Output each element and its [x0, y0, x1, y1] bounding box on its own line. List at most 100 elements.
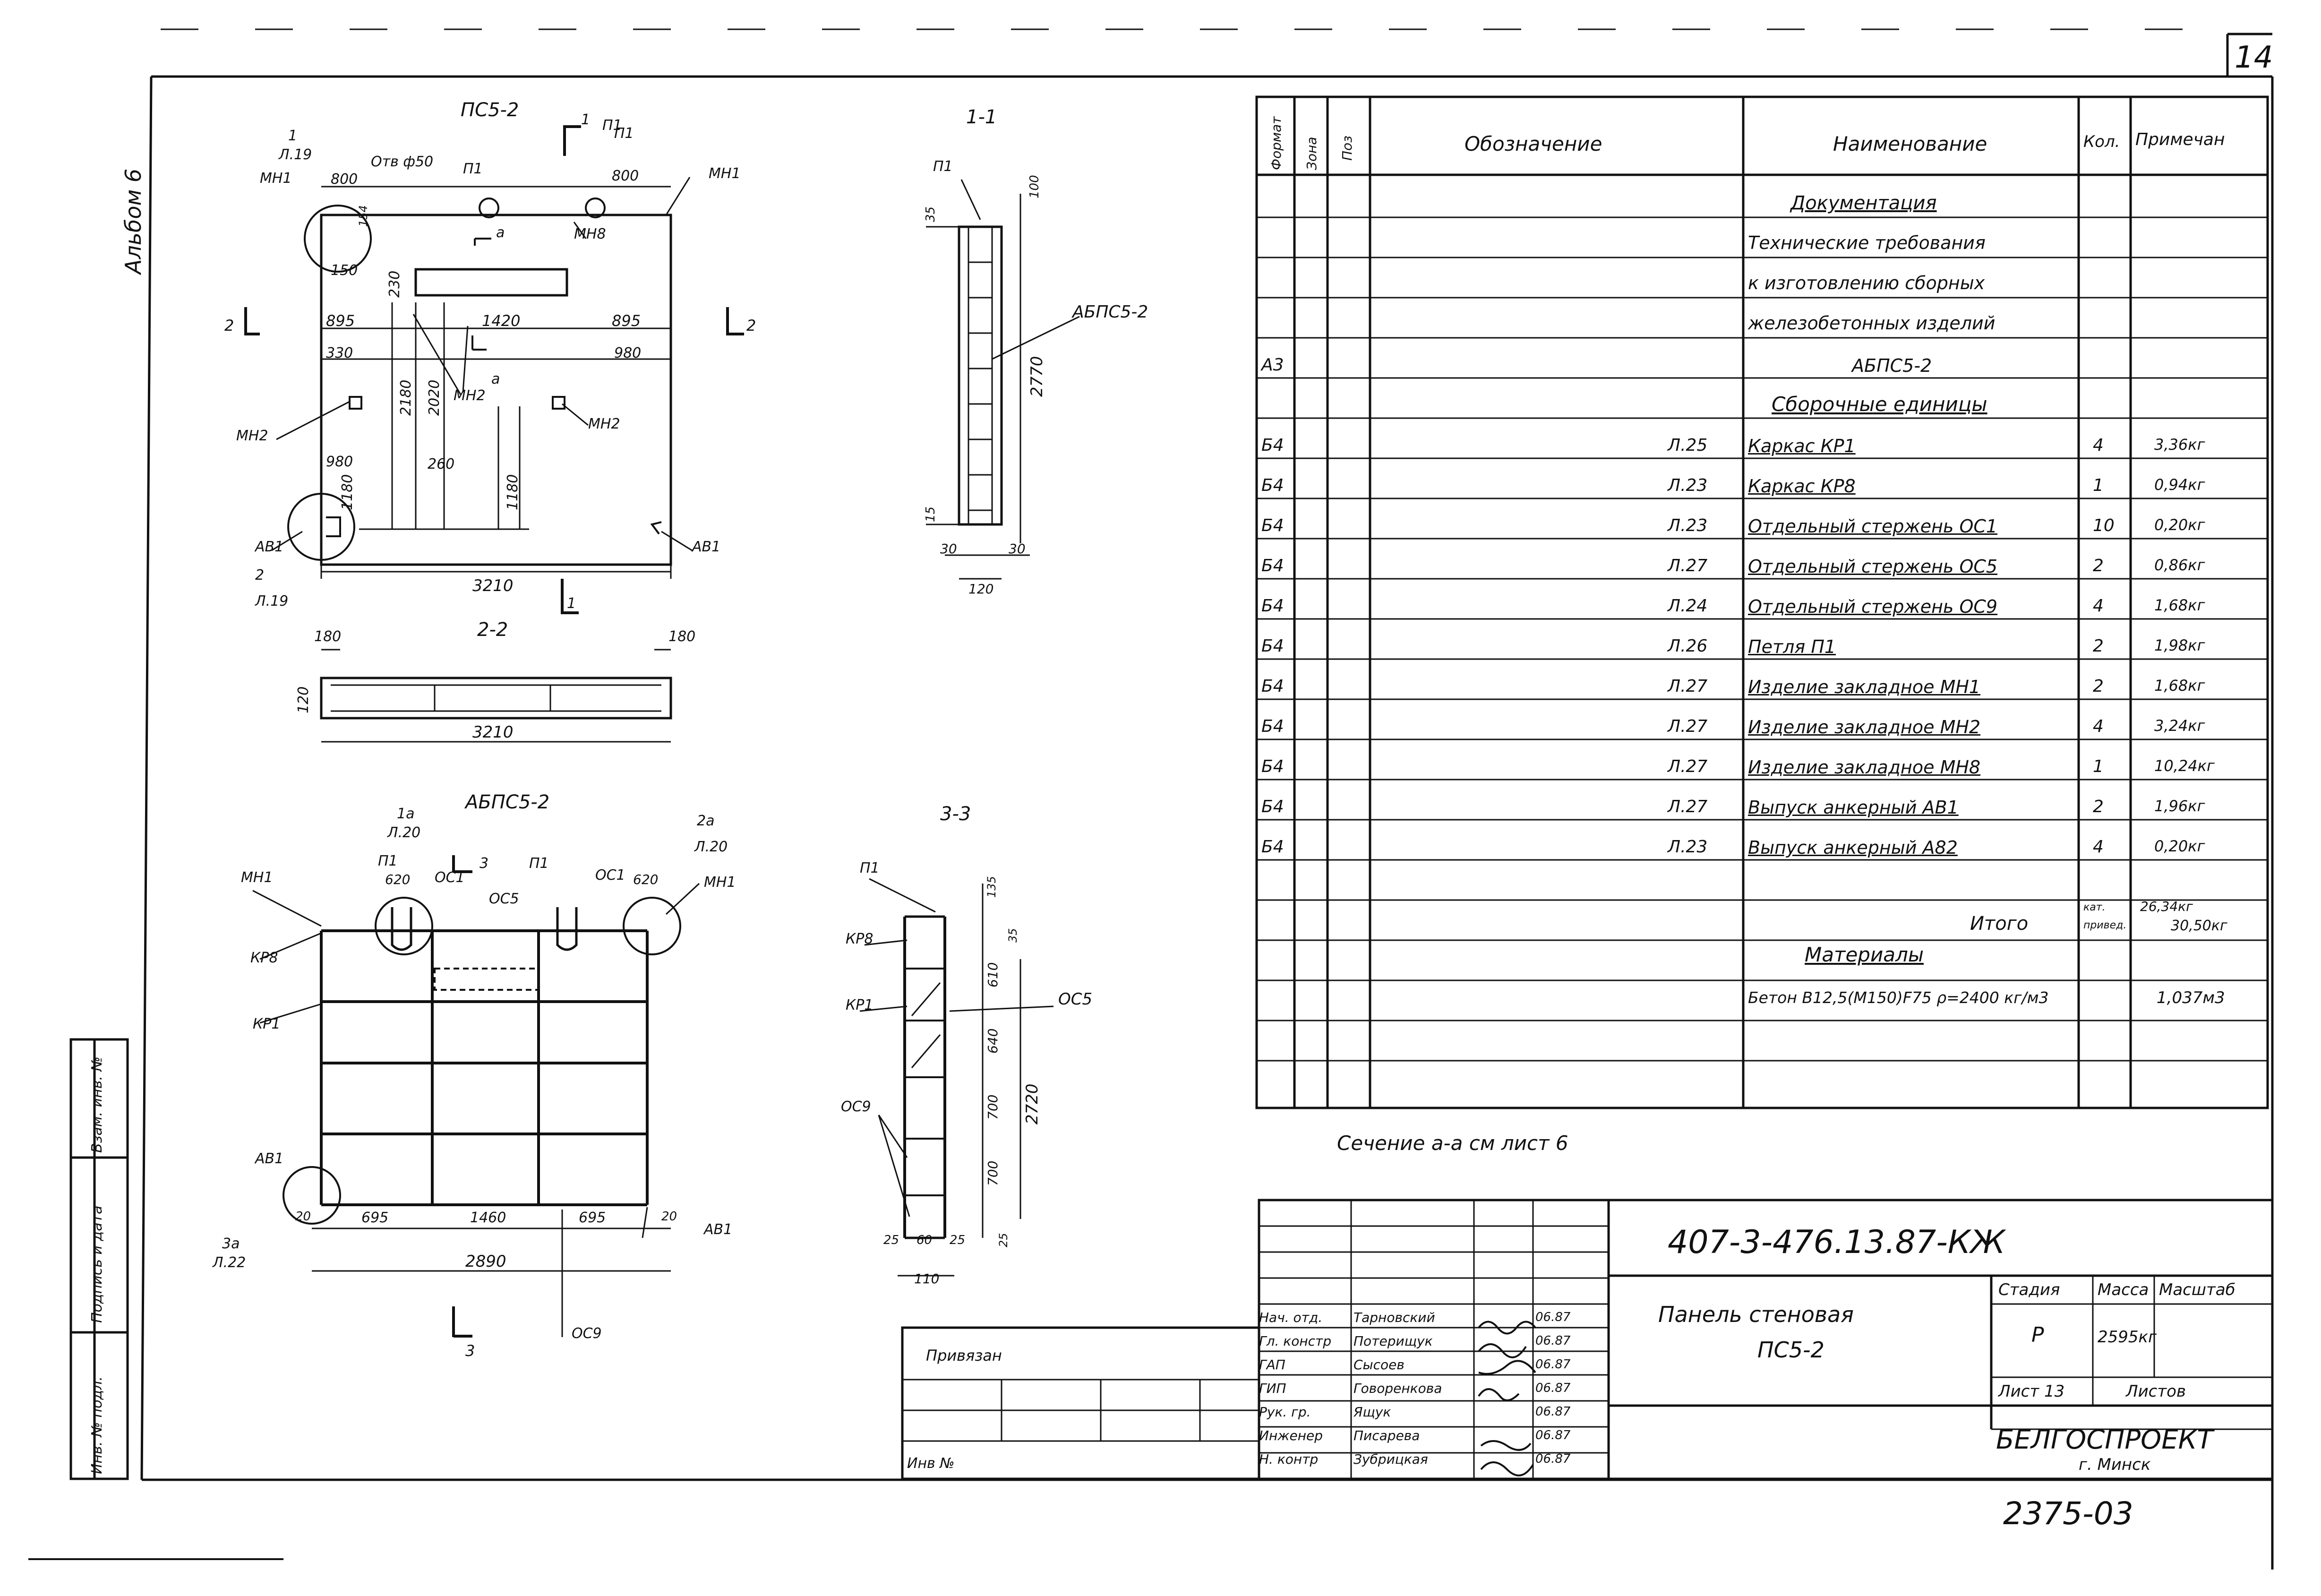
sec22-dim: 180 — [314, 628, 342, 645]
cage-label: ОС1 — [595, 867, 625, 884]
org-city: г. Минск — [2079, 1455, 2151, 1474]
spec-row-name: Выпуск анкерный А82 — [1748, 837, 1958, 858]
sec22-dim: 3210 — [472, 723, 514, 742]
spec-total-qty-top: кат. — [2083, 901, 2106, 913]
plan-label: П1 — [602, 117, 622, 134]
spec-row-note: 3,36кг — [2154, 436, 2205, 454]
spec-doc-line: железобетонных изделий — [1748, 313, 1996, 334]
spec-row-note: 0,94кг — [2154, 476, 2205, 494]
spec-row-note: 1,68кг — [2154, 596, 2205, 614]
cage-label: КР1 — [253, 1016, 281, 1032]
spec-row-designation: Л.26 — [1668, 636, 1708, 656]
spec-row-name: Отдельный стержень ОС5 — [1748, 556, 1998, 577]
spec-row-format: Б4 — [1261, 516, 1284, 535]
plan-dim: 895 — [612, 312, 641, 330]
sheets-label: Листов — [2126, 1382, 2186, 1401]
spec-row-name: Отдельный стержень ОС1 — [1748, 516, 1998, 537]
spec-row-name: Каркас КР8 — [1748, 476, 1856, 497]
stage-label: Стадия — [1998, 1280, 2060, 1299]
spec-row-name: Петля П1 — [1748, 636, 1836, 657]
spec-row-designation: Л.23 — [1668, 476, 1708, 495]
plan-label: П1 — [614, 125, 634, 142]
spec-row-designation: Л.27 — [1668, 797, 1708, 816]
plan-dim: 330 — [326, 345, 353, 361]
plan-dim: 1420 — [482, 312, 521, 330]
spec-total-note-top: 26,34кг — [2140, 899, 2193, 914]
spec-row-designation: Л.23 — [1668, 516, 1708, 535]
plan-label: АВ1 — [255, 539, 284, 555]
cage-label: П1 — [529, 855, 549, 872]
spec-row-name: Каркас КР1 — [1748, 436, 1856, 456]
margin-sign-date: Подпись и дата — [89, 1205, 105, 1323]
cage-label: 3 — [480, 855, 489, 872]
sec33-dim: 25 — [950, 1233, 966, 1247]
sec11-label: П1 — [933, 158, 953, 175]
spec-row-format: Б4 — [1261, 797, 1284, 816]
object-title-1: Панель стеновая — [1658, 1302, 1854, 1327]
signature-name: Зубрицкая — [1353, 1451, 1428, 1467]
signature-role: ГАП — [1259, 1357, 1285, 1373]
org-name: БЕЛГОСПРОЕКТ — [1996, 1424, 2213, 1455]
plan-label: a — [496, 224, 505, 241]
sec11-dim: 15 — [924, 506, 938, 522]
sec33-label: КР1 — [846, 997, 874, 1013]
spec-row-name: Изделие закладное МН2 — [1748, 717, 1981, 738]
inv-no-label: Инв № — [907, 1455, 955, 1472]
sec33-label: ОС9 — [841, 1098, 871, 1115]
plan-label: a — [491, 371, 500, 387]
plan-label: П1 — [463, 161, 483, 177]
margin-inv-podl: Инв. № подл. — [89, 1376, 105, 1474]
spec-doc-heading: Документация — [1790, 192, 1937, 214]
spec-header-format: Формат — [1268, 116, 1284, 170]
spec-row-format: Б4 — [1261, 436, 1284, 455]
spec-row-format: Б4 — [1261, 596, 1284, 616]
cage-label: ОС1 — [435, 869, 465, 886]
signature-name: Сысоев — [1353, 1357, 1405, 1373]
plan-label: 1 — [288, 128, 298, 144]
sec33-dim: 640 — [985, 1028, 1001, 1054]
spec-row-note: 0,20кг — [2154, 516, 2205, 534]
cage-title: АБПС5-2 — [465, 791, 550, 813]
signature-role: ГИП — [1259, 1381, 1286, 1396]
spec-concrete-name: Бетон В12,5(М150)F75 ρ=2400 кг/м3 — [1748, 988, 2049, 1007]
sec33-dim: 25 — [883, 1233, 899, 1247]
cage-label: Л.22 — [213, 1254, 246, 1271]
spec-row-qty: 2 — [2093, 677, 2104, 696]
spec-row-name: Выпуск анкерный АВ1 — [1748, 797, 1959, 818]
spec-header-zone: Зона — [1304, 137, 1319, 170]
spec-row-qty: 2 — [2093, 797, 2104, 816]
sec33-label: КР8 — [846, 931, 874, 947]
signature-role: Нач. отд. — [1259, 1310, 1323, 1325]
spec-doc-line: к изготовлению сборных — [1748, 273, 1985, 293]
plan-dim: 800 — [331, 171, 358, 188]
spec-row-name: Изделие закладное МН8 — [1748, 757, 1981, 778]
plan-dim: 980 — [614, 345, 642, 361]
signature-role: Н. контр — [1259, 1451, 1319, 1467]
signature-date: 06.87 — [1535, 1428, 1571, 1442]
spec-row-qty: 10 — [2093, 516, 2115, 535]
cage-dim: 695 — [579, 1210, 606, 1226]
cage-dim: 695 — [361, 1210, 389, 1226]
plan-dim: 150 — [331, 262, 358, 279]
cage-label: МН1 — [241, 869, 273, 886]
signature-name: Писарева — [1353, 1428, 1420, 1443]
plan-dim: 2020 — [426, 379, 443, 416]
plan-label: 2 — [255, 567, 265, 583]
cage-dim: 2890 — [465, 1252, 506, 1271]
sec33-dim: 35 — [1006, 928, 1019, 943]
cage-label: МН1 — [704, 874, 736, 891]
sec33-dim: 700 — [985, 1094, 1001, 1120]
plan-label: МН2 — [454, 387, 486, 404]
plan-dim: 1180 — [339, 474, 356, 510]
section-2-2-title: 2-2 — [477, 619, 508, 641]
signature-name: Ящук — [1353, 1404, 1391, 1420]
plan-dim: 154 — [357, 205, 370, 227]
cage-label: АВ1 — [255, 1150, 284, 1167]
plan-label: 2 — [224, 317, 234, 335]
cage-dim: 620 — [633, 872, 659, 887]
plan-label: 2 — [746, 317, 756, 335]
plan-label: МН2 — [236, 428, 268, 444]
spec-header-qty: Кол. — [2083, 132, 2120, 151]
cage-label: 3 — [465, 1342, 475, 1360]
